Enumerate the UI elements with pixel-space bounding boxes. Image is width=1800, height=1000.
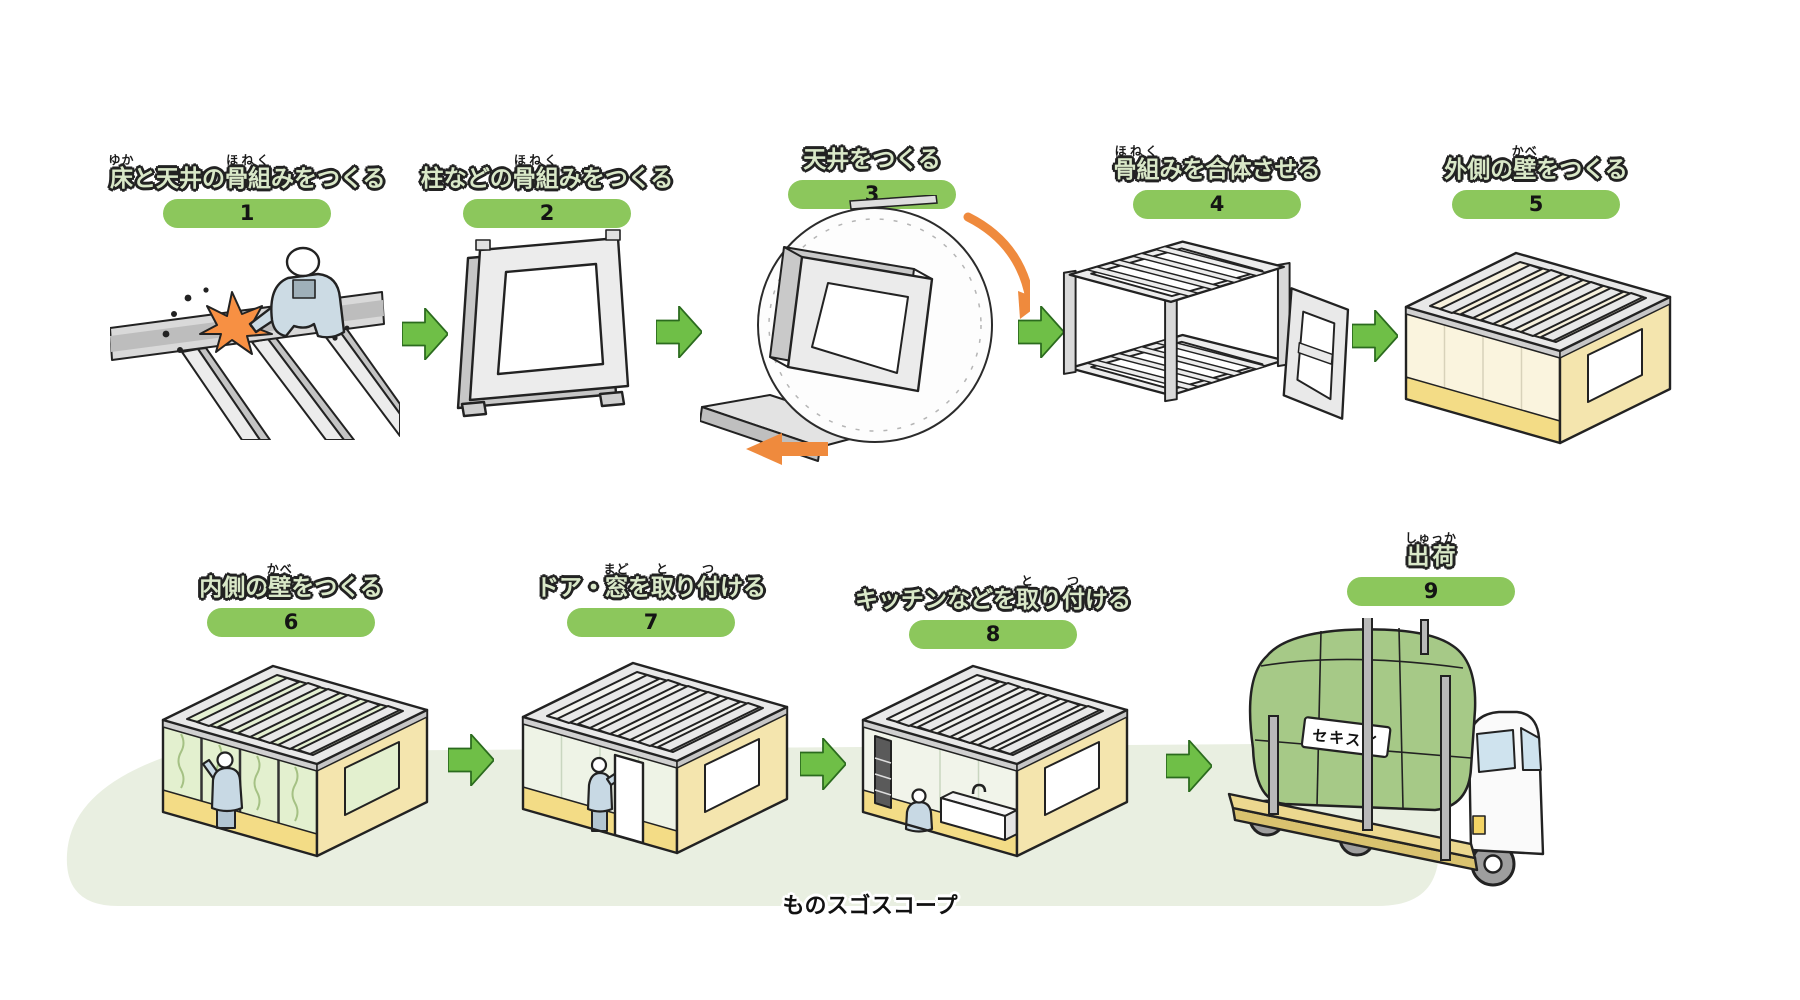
worker [201,751,244,829]
flow-arrow-2-3-icon [656,306,702,358]
rotation-arrow-bottom-icon [746,433,828,465]
step-3-header: 天井をつくる 3 [692,122,1052,209]
step-4-header: 骨組ほねくみを合体させる 4 [1037,132,1397,219]
step-7-header: ドア・窓まどを取とり付つける 7 [471,550,831,637]
flame-icon [199,291,273,355]
step-2-illustration [456,229,630,418]
step-9-header: 出荷しゅっか 9 [1251,519,1611,606]
door-panel [613,753,645,845]
step-1-header: 床ゆかと天井の骨組ほねくみをつくる 1 [67,141,427,228]
step-2-number-pill: 2 [463,199,631,228]
step-5-title: 外側の壁かべをつくる [1444,144,1628,184]
stake-poles [1268,618,1451,861]
step-1-title: 床ゆかと天井の骨組ほねくみをつくる [108,153,386,193]
kitchen-counter [940,783,1018,841]
step-5-illustration [1404,251,1672,445]
step-8-header: キッチンなどを取とり付つける 8 [813,562,1173,649]
step-9-number-pill: 9 [1347,577,1515,606]
flatbed [1227,792,1479,872]
step-7-illustration [521,661,789,855]
step-6-number-pill: 6 [207,608,375,637]
worker [904,788,934,833]
flow-arrow-6-7-icon [448,734,494,786]
step-4-title: 骨組ほねくみを合体させる [1113,144,1321,184]
step-8-number-pill: 8 [909,620,1077,649]
step-9-illustration: セキスイ [1227,618,1545,887]
step-2-title: 柱などの骨組ほねくみをつくる [420,153,674,193]
caption: ものスゴスコープ [782,894,958,919]
step-3-illustration [700,195,1030,465]
step-5-number-pill: 5 [1452,190,1620,219]
flow-arrow-3-4-icon [1018,306,1064,358]
step-6-header: 内側の壁かべをつくる 6 [111,550,471,637]
step-9-title: 出荷しゅっか [1404,531,1457,571]
step-2-header: 柱などの骨組ほねくみをつくる 2 [367,141,727,228]
step-4-number-pill: 4 [1133,190,1301,219]
flow-arrow-4-5-icon [1352,310,1398,362]
step-3-title: 天井をつくる [803,147,941,174]
rotation-arrow-top-icon [963,212,1030,319]
step-8-title: キッチンなどを取とり付つける [855,574,1131,614]
step-1-illustration [110,246,400,440]
step-6-illustration [161,664,429,858]
step-1-number-pill: 1 [163,199,331,228]
flow-arrow-8-9-icon [1166,740,1212,792]
step-5-header: 外側の壁かべをつくる 5 [1356,132,1716,219]
step-8-illustration [861,664,1129,858]
truck-cab [1467,710,1545,856]
step-7-title: ドア・窓まどを取とり付つける [535,562,766,602]
step-4-illustration [1062,240,1350,420]
step-6-title: 内側の壁かべをつくる [199,562,383,602]
flow-arrow-1-2-icon [402,308,448,360]
shelf-rack [874,735,892,809]
welder-worker [248,246,346,339]
flow-arrow-7-8-icon [800,738,846,790]
step-7-number-pill: 7 [567,608,735,637]
